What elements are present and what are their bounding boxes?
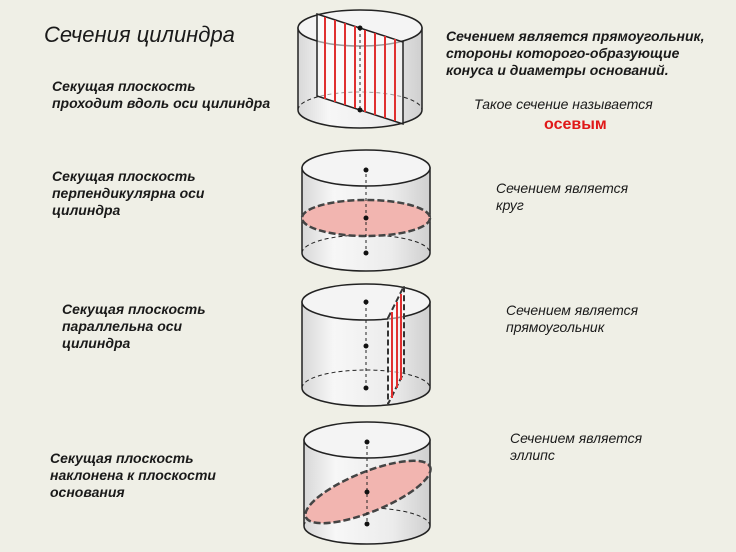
row1-label-line2: проходит вдоль оси цилиндра [52,95,271,111]
row4-result-line2: эллипс [510,447,555,463]
row3-label-line3: цилиндра [62,335,131,351]
page-title: Сечения цилиндра [44,22,235,47]
cylinder-inclined-section [303,421,432,545]
row4-result-line1: Сечением является [510,430,643,446]
cylinder-axial-section [297,9,423,129]
row4-label-line1: Секущая плоскость [50,450,194,466]
row1-result: Сечением является прямоугольник, стороны… [446,28,705,79]
row1-result-line3: конуса и диаметры оснований. [446,62,669,78]
cylinder-parallel-section [301,283,431,407]
row3-result-line2: прямоугольник [506,319,605,335]
row2-label-line1: Секущая плоскость [52,168,196,184]
row1-label: Секущая плоскость проходит вдоль оси цил… [52,78,270,112]
row2-label: Секущая плоскость перпендикулярна оси ци… [52,168,204,219]
row2-result-line1: Сечением является [496,180,629,196]
row1-note-accent: осевым [544,116,607,133]
row4-label-line3: основания [50,484,125,500]
cylinder-perpendicular-section [300,149,432,272]
row1-note: Такое сечение называется [474,96,653,112]
row4-label-line2: наклонена к плоскости [50,467,216,483]
row1-result-line1: Сечением является прямоугольник, [446,28,705,44]
axial-section-hatch [324,17,396,121]
row2-result-line2: круг [496,197,524,213]
row4-result: Сечением является эллипс [510,430,642,464]
row2-result: Сечением является круг [496,180,628,214]
parallel-section-hatch [391,294,402,398]
row1-label-line1: Секущая плоскость [52,78,196,94]
row3-result: Сечением является прямоугольник [506,302,638,336]
row3-label: Секущая плоскость параллельна оси цилинд… [62,301,206,352]
row3-label-line2: параллельна оси [62,318,183,334]
row2-label-line3: цилиндра [52,202,121,218]
row3-result-line1: Сечением является [506,302,639,318]
row3-label-line1: Секущая плоскость [62,301,206,317]
row4-label: Секущая плоскость наклонена к плоскости … [50,450,216,501]
row1-result-line2: стороны которого-образующие [446,45,680,61]
row2-label-line2: перпендикулярна оси [52,185,205,201]
